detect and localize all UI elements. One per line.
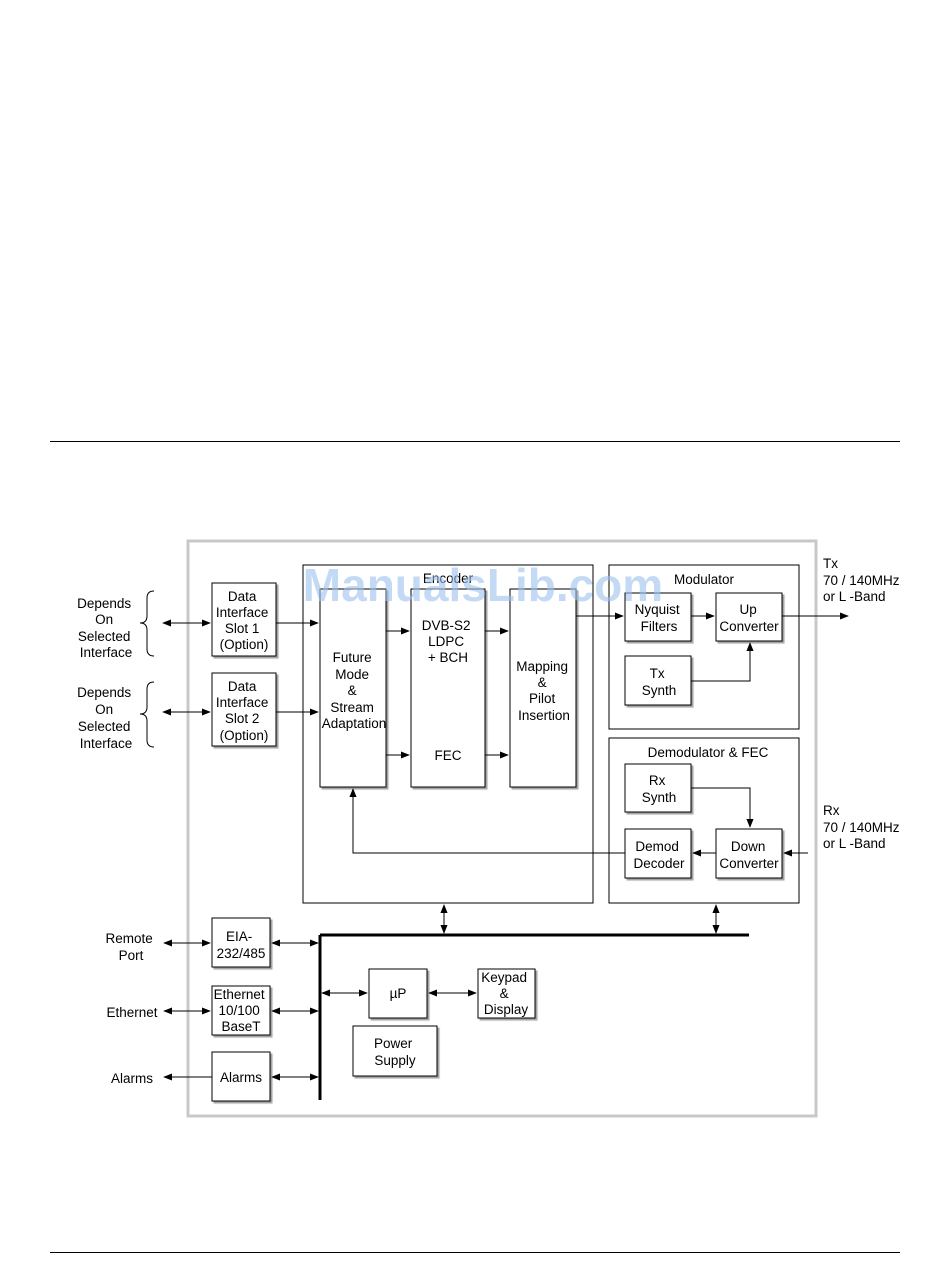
top-rule [50, 441, 900, 442]
slot2-label: Data Interface Slot 2 (Option) [216, 679, 272, 743]
data-interface-slot-1-block [211, 582, 277, 657]
demod-decoder-label: Demod Decoder [633, 839, 685, 871]
alarms-block [211, 1051, 271, 1102]
mapping-label: Mapping & Pilot Insertion [516, 659, 572, 723]
remote-port-label: Remote Port [105, 931, 156, 963]
modulator-title: Modulator [674, 572, 735, 587]
demodulator-title: Demodulator & FEC [648, 745, 769, 760]
ethernet-block-label: Ethernet 10/100 BaseT [214, 987, 269, 1034]
future-mode-block [319, 588, 387, 788]
ethernet-label: Ethernet [106, 1005, 157, 1020]
mapping-block [509, 588, 577, 788]
down-converter-block [715, 828, 783, 879]
power-supply-block [352, 1025, 438, 1077]
fec-label: FEC [435, 748, 462, 763]
up-converter-label: Up Converter [719, 602, 779, 634]
demod-decoder-block [624, 828, 692, 879]
outer-frame [186, 539, 818, 1118]
encoder-title: Encoder [423, 571, 474, 586]
arrow-txsynth-up [691, 642, 754, 682]
eia-label: EIA- 232/485 [217, 929, 266, 961]
watermark: ManualsLib.com [303, 559, 663, 611]
keypad-display-block [477, 968, 536, 1019]
microprocessor-block [368, 968, 428, 1019]
eia-block [211, 917, 271, 968]
up-converter-block [715, 592, 783, 642]
arrow-demod-future [349, 788, 625, 854]
arrow-rxsynth-down [691, 787, 754, 828]
brace-1 [139, 590, 155, 657]
nyquist-label: Nyquist Filters [635, 602, 684, 634]
nyquist-filters-block [624, 592, 692, 642]
brace-2 [139, 681, 155, 748]
power-supply-label: Power Supply [374, 1036, 416, 1068]
dvbs2-label: DVB-S2 LDPC + BCH [422, 618, 475, 665]
alarms-label: Alarms [111, 1071, 153, 1086]
dvbs2-fec-block [410, 588, 486, 788]
alarms-block-label: Alarms [220, 1070, 262, 1085]
rx-input-label: Rx 70 / 140MHz or L -Band [823, 803, 903, 851]
rx-synth-block [624, 763, 692, 813]
depends-label-1: Depends On Selected Interface [77, 596, 135, 660]
keypad-label: Keypad & Display [481, 970, 531, 1017]
down-converter-label: Down Converter [719, 839, 779, 871]
ethernet-block [211, 985, 271, 1036]
data-interface-slot-2-block [211, 672, 277, 747]
tx-output-label: Tx 70 / 140MHz or L -Band [823, 556, 903, 604]
tx-synth-label: Tx Synth [642, 666, 677, 698]
slot1-label: Data Interface Slot 1 (Option) [216, 589, 272, 652]
depends-label-2: Depends On Selected Interface [77, 685, 135, 751]
bottom-rule [50, 1252, 900, 1253]
microprocessor-label: µP [390, 986, 407, 1001]
rx-synth-label: Rx Synth [642, 773, 677, 805]
future-mode-label: Future Mode & Stream Adaptation [322, 650, 387, 731]
